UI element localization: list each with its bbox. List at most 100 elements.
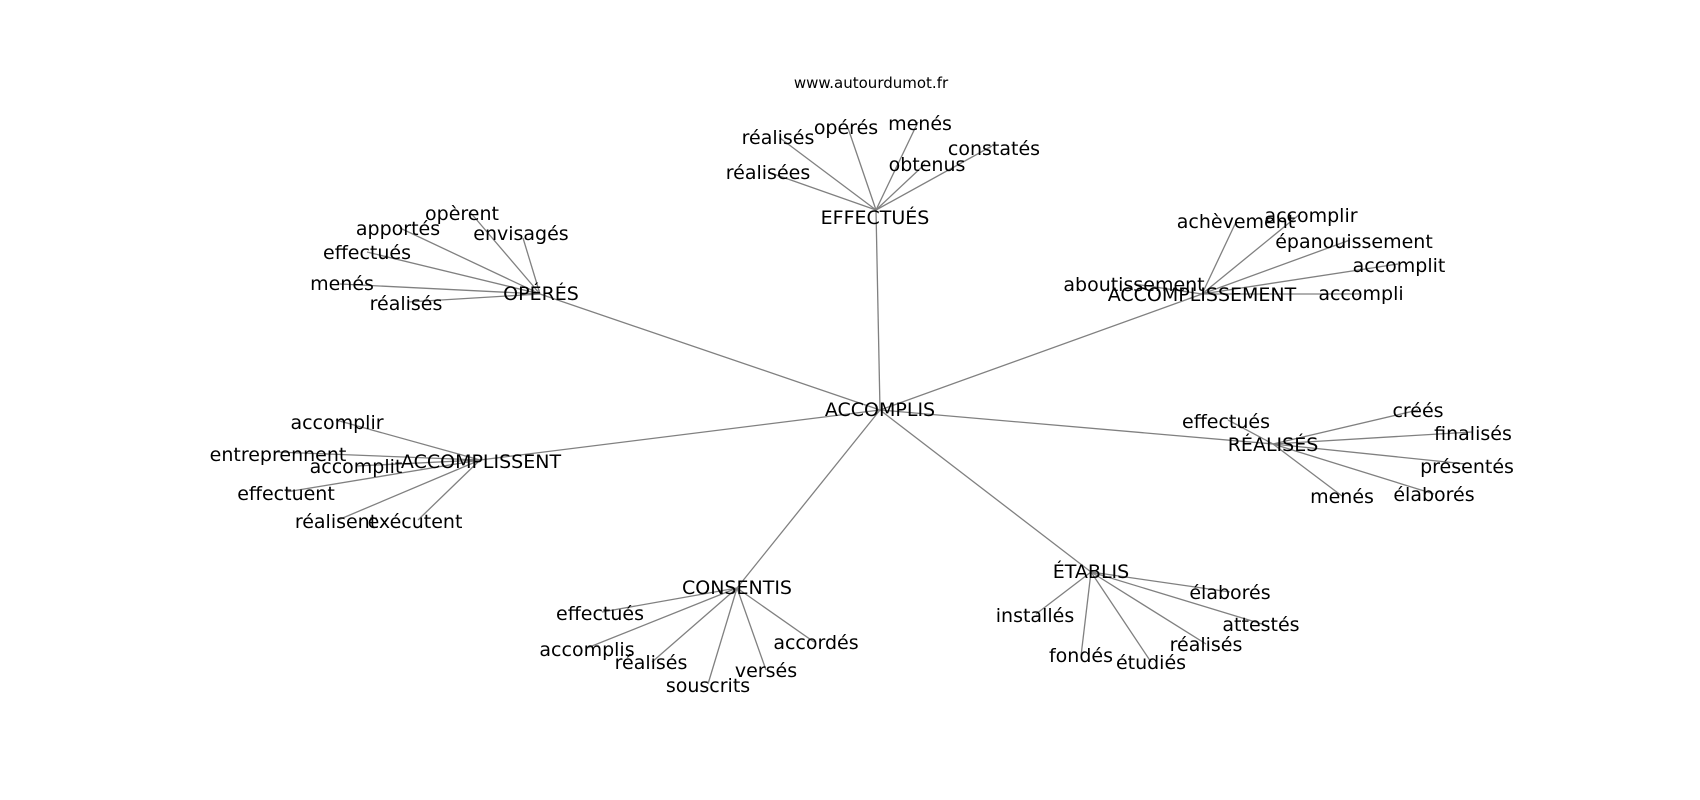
cluster-word[interactable]: ACCOMPLISSEMENT: [1108, 284, 1297, 306]
cluster-word[interactable]: RÉALISÉS: [1228, 433, 1319, 456]
edge-line: [1201, 239, 1351, 295]
child-word[interactable]: aboutissement: [1063, 274, 1204, 296]
child-word[interactable]: réalisés: [615, 652, 688, 674]
edge-line: [1090, 571, 1152, 663]
labels: ACCOMPLIS OPÉRÉS opèrent apportés envisa…: [210, 113, 1514, 697]
child-word[interactable]: accompli: [1318, 283, 1403, 305]
edge-line: [736, 587, 815, 643]
cluster-word[interactable]: OPÉRÉS: [503, 282, 579, 305]
child-word[interactable]: menés: [888, 113, 952, 135]
child-word[interactable]: accomplit: [310, 456, 403, 478]
child-word[interactable]: apportés: [356, 218, 440, 240]
child-word[interactable]: épanouissement: [1275, 231, 1433, 253]
edge-line: [586, 587, 738, 649]
edge-line: [1035, 571, 1092, 615]
edge-line: [1201, 213, 1301, 295]
child-word[interactable]: souscrits: [666, 675, 750, 697]
child-word[interactable]: accomplir: [1264, 205, 1357, 227]
edge-line: [285, 459, 481, 493]
edge-line: [1272, 409, 1419, 445]
edge-line: [1090, 571, 1231, 593]
edge-line: [875, 121, 919, 211]
child-word[interactable]: finalisés: [1434, 423, 1512, 445]
edge-line: [337, 459, 481, 521]
child-word[interactable]: attestés: [1222, 614, 1299, 636]
child-word[interactable]: présentés: [1420, 456, 1514, 478]
child-word[interactable]: installés: [996, 605, 1074, 627]
child-word[interactable]: achèvement: [1177, 211, 1295, 233]
child-word[interactable]: menés: [310, 273, 374, 295]
edge-line: [847, 127, 877, 211]
edge-line: [407, 293, 541, 303]
edge-line: [879, 293, 1203, 411]
child-word[interactable]: accordés: [773, 632, 858, 654]
edge-line: [479, 409, 881, 461]
edge-line: [875, 163, 926, 211]
child-word[interactable]: accomplis: [539, 639, 634, 661]
child-word[interactable]: étudiés: [1116, 652, 1186, 674]
edge-line: [539, 293, 881, 411]
child-word[interactable]: réalisent: [295, 511, 377, 533]
child-word[interactable]: réalisés: [1170, 634, 1243, 656]
edge-line: [355, 459, 481, 467]
edge-line: [879, 409, 1092, 573]
edge-line: [767, 171, 877, 211]
edge-line: [875, 145, 993, 211]
edge-line: [1272, 443, 1467, 465]
edge-line: [601, 587, 738, 613]
edge-line: [651, 587, 738, 663]
edge-line: [1272, 431, 1473, 445]
edge-line: [275, 451, 481, 461]
center-word[interactable]: ACCOMPLIS: [825, 399, 935, 421]
edge-line: [875, 209, 881, 411]
child-word[interactable]: effectués: [323, 242, 411, 264]
watermark: www.autourdumot.fr: [794, 74, 949, 92]
child-word[interactable]: obtenus: [889, 154, 966, 176]
cluster-word[interactable]: EFFECTUÉS: [821, 206, 930, 229]
edge-line: [1201, 221, 1237, 295]
child-word[interactable]: opèrent: [425, 203, 499, 225]
edge-line: [417, 459, 481, 521]
edge-line: [1090, 571, 1207, 645]
edge-line: [736, 587, 767, 671]
cluster-word[interactable]: ÉTABLIS: [1053, 560, 1129, 583]
child-word[interactable]: exécutent: [368, 511, 463, 533]
child-word[interactable]: entreprennent: [210, 444, 347, 466]
edge-line: [335, 419, 481, 461]
child-word[interactable]: accomplir: [290, 412, 383, 434]
child-word[interactable]: opérés: [814, 117, 878, 139]
edge-line: [1201, 263, 1399, 295]
child-word[interactable]: créés: [1392, 400, 1443, 422]
child-word[interactable]: réalisés: [742, 127, 815, 149]
edge-line: [469, 211, 541, 295]
child-word[interactable]: élaborés: [1189, 582, 1270, 604]
child-word[interactable]: réalisés: [370, 293, 443, 315]
child-word[interactable]: fondés: [1049, 645, 1113, 667]
child-word[interactable]: réalisées: [726, 162, 810, 184]
child-word[interactable]: effectuent: [237, 483, 335, 505]
child-word[interactable]: effectués: [1182, 411, 1270, 433]
edge-line: [736, 409, 881, 589]
cluster-word[interactable]: CONSENTIS: [682, 577, 792, 599]
edge-line: [1133, 283, 1203, 295]
edge-line: [399, 227, 541, 295]
edge-line: [1272, 443, 1343, 497]
cluster-word[interactable]: ACCOMPLISSENT: [401, 451, 562, 473]
child-word[interactable]: versés: [735, 660, 797, 682]
child-word[interactable]: effectués: [556, 603, 644, 625]
child-word[interactable]: accomplit: [1353, 255, 1446, 277]
edge-line: [522, 237, 541, 295]
edge-line: [707, 587, 738, 685]
edge-line: [1272, 443, 1435, 495]
edge-line: [366, 251, 541, 295]
child-word[interactable]: constatés: [948, 138, 1040, 160]
edge-line: [1227, 419, 1274, 445]
child-word[interactable]: envisagés: [473, 223, 568, 245]
edge-line: [1080, 571, 1092, 657]
edge-line: [339, 283, 541, 295]
child-word[interactable]: menés: [1310, 486, 1374, 508]
child-word[interactable]: élaborés: [1393, 484, 1474, 506]
edge-line: [879, 409, 1274, 445]
edges: [275, 121, 1473, 685]
